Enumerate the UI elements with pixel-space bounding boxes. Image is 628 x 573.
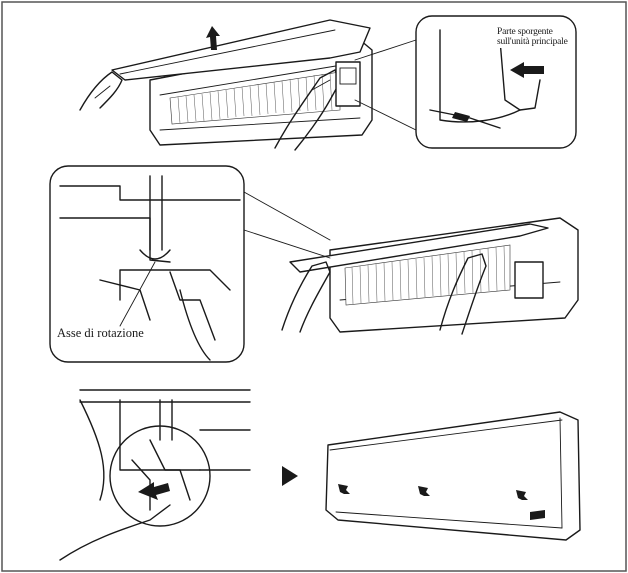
step2-grille [344, 244, 511, 306]
rotation-axis-label: Asse di rotazione [56, 326, 145, 341]
step3-arrow-icon-1 [338, 484, 350, 494]
step2-panel [49, 165, 579, 363]
step2-right-hand [439, 253, 487, 335]
step3-detail-circle [109, 425, 211, 527]
step3-next-play-triangle-icon [282, 466, 298, 486]
protruding-part-label: Parte sporgente sull'unità principale [497, 27, 573, 48]
protruding-part-label-line1: Parte sporgente [497, 27, 553, 37]
step2-unit-body [329, 217, 579, 333]
step1-panel [79, 15, 577, 151]
step3-push-arrow-icon [138, 482, 170, 500]
step2-detail-callout [49, 165, 245, 363]
step3-arrow-icon-2 [418, 486, 430, 496]
step3-unit-body [325, 411, 581, 541]
protruding-part-label-line2: sull'unità principale [497, 36, 568, 47]
step1-left-hand [79, 71, 123, 111]
step2-side-box [514, 261, 544, 299]
step1-front-panel [111, 19, 371, 81]
step1-up-arrow-icon [206, 26, 220, 50]
step3-panel [59, 389, 581, 561]
step2-front-panel [289, 223, 549, 273]
step3-arrow-icon-3 [516, 490, 528, 500]
step1-right-hand [274, 69, 341, 151]
step1-left-arrow-icon [510, 62, 544, 78]
step2-left-hand [281, 261, 331, 333]
